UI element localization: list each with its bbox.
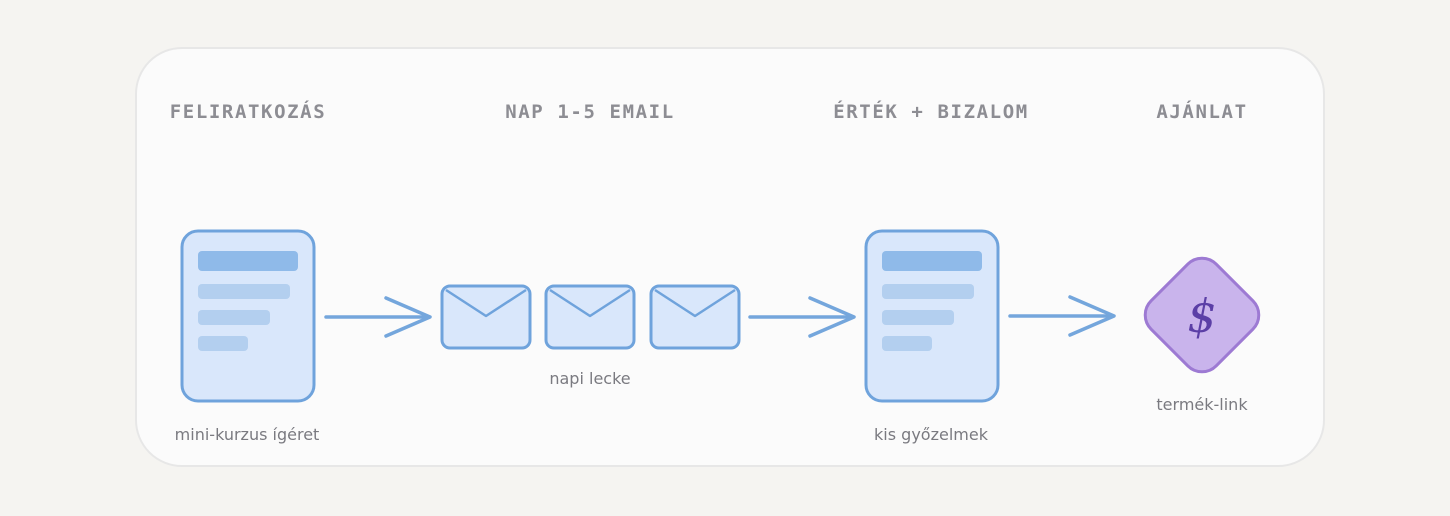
stage-title-emails: NAP 1-5 EMAIL (505, 101, 675, 123)
stage-title-offer: AJÁNLAT (1156, 100, 1247, 123)
diagram-panel (135, 47, 1325, 467)
caption-value: kis győzelmek (874, 425, 989, 444)
caption-signup: mini-kurzus ígéret (175, 425, 320, 444)
envelope-icon (649, 284, 741, 350)
dollar-diamond-icon: $ (1143, 256, 1261, 374)
stage-title-signup: FELIRATKOZÁS (170, 100, 326, 123)
envelope-icon (440, 284, 532, 350)
stage-title-value: ÉRTÉK + BIZALOM (833, 100, 1029, 123)
signup-document-icon (180, 229, 316, 403)
dollar-symbol: $ (1187, 289, 1216, 343)
arrow-right-icon (748, 296, 856, 338)
caption-emails: napi lecke (549, 369, 630, 388)
caption-offer: termék-link (1156, 395, 1248, 414)
value-document-icon (864, 229, 1000, 403)
arrow-right-icon (324, 296, 432, 338)
arrow-right-icon (1008, 295, 1116, 337)
envelope-icon (544, 284, 636, 350)
